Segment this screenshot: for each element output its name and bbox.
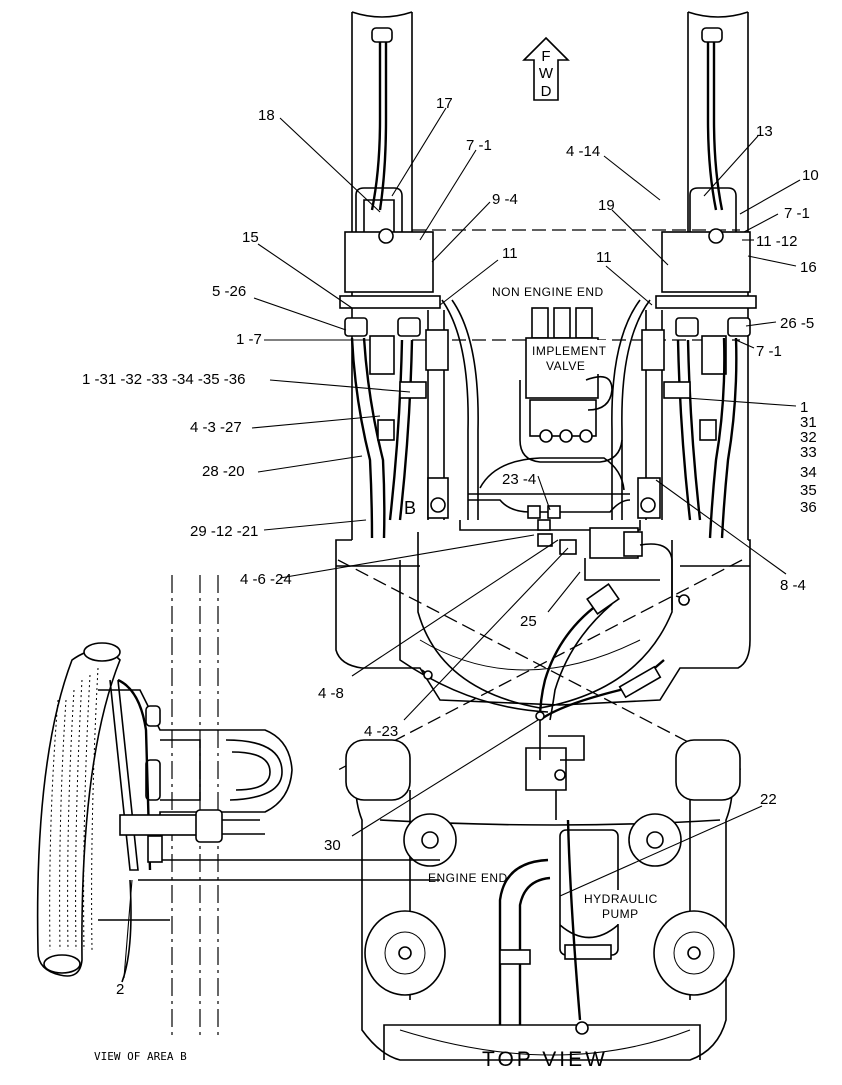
- note-hydraulic: HYDRAULIC: [584, 892, 658, 906]
- fwd-letter-d: D: [541, 83, 552, 100]
- callout-4-8: 4 -8: [318, 685, 344, 702]
- callout-11-right: 11: [596, 249, 612, 266]
- callout-4-23: 4 -23: [364, 723, 398, 740]
- callout-1-31-36: 1 -31 -32 -33 -34 -35 -36: [82, 371, 245, 388]
- callout-15: 15: [242, 229, 259, 246]
- callout-10: 10: [802, 167, 819, 184]
- note-pump: PUMP: [602, 907, 639, 921]
- callout-4-14: 4 -14: [566, 143, 600, 160]
- callout-7-1-right: 7 -1: [784, 205, 810, 222]
- callout-34: 34: [800, 464, 817, 481]
- callout-29-12-21: 29 -12 -21: [190, 523, 258, 540]
- chassis-frame: [335, 11, 751, 1061]
- callout-5-26: 5 -26: [212, 283, 246, 300]
- right-cylinder-assembly: [611, 27, 757, 539]
- callout-33: 33: [800, 444, 817, 461]
- fwd-letter-f: F: [541, 48, 550, 65]
- callout-11-left: 11: [502, 245, 518, 262]
- callout-31: 31: [800, 414, 817, 431]
- callout-35: 35: [800, 482, 817, 499]
- note-valve: VALVE: [546, 359, 585, 373]
- callout-30: 30: [324, 837, 341, 854]
- callout-18: 18: [258, 107, 275, 124]
- callout-11-12: 11 -12: [756, 233, 797, 250]
- callout-9-4: 9 -4: [492, 191, 518, 208]
- callout-1-7: 1 -7: [236, 331, 262, 348]
- callout-4-3-27: 4 -3 -27: [190, 419, 242, 436]
- callout-1: 1: [800, 399, 808, 416]
- callout-26-5: 26 -5: [780, 315, 814, 332]
- diagram-notes: NON ENGINE END IMPLEMENT VALVE ENGINE EN…: [94, 285, 660, 1071]
- callout-28-20: 28 -20: [202, 463, 245, 480]
- callout-17: 17: [436, 95, 453, 112]
- callout-32: 32: [800, 429, 817, 446]
- callout-19: 19: [598, 197, 615, 214]
- callout-16: 16: [800, 259, 817, 276]
- callout-25: 25: [520, 613, 537, 630]
- callout-2: 2: [116, 981, 124, 998]
- wiring-harness: [421, 583, 691, 820]
- callout-4-6-24: 4 -6 -24: [240, 571, 292, 588]
- left-cylinder-assembly: [339, 27, 479, 539]
- title-top-view: TOP VIEW: [482, 1048, 608, 1071]
- callout-36: 36: [800, 499, 817, 516]
- note-implement: IMPLEMENT: [532, 344, 607, 358]
- callout-7-1-left: 7 -1: [466, 137, 492, 154]
- callout-labels: 18 17 7 -1 9 -4 15 5 -26 1 -7 1 -31 -32 …: [82, 95, 819, 998]
- callout-leaders: [123, 107, 801, 979]
- callout-13: 13: [756, 123, 773, 140]
- fwd-letter-w: W: [539, 65, 554, 82]
- note-non-engine-end: NON ENGINE END: [492, 285, 604, 299]
- forward-arrow: F W D: [522, 36, 570, 101]
- callout-23-4: 23 -4: [502, 471, 536, 488]
- detail-view-b: [36, 575, 440, 1040]
- title-view-of-area-b: VIEW OF AREA B: [94, 1050, 187, 1063]
- note-engine-end: ENGINE END: [428, 871, 508, 885]
- callout-7-1-lower: 7 -1: [756, 343, 782, 360]
- area-letter-b: B: [404, 498, 416, 518]
- callout-8-4: 8 -4: [780, 577, 806, 594]
- callout-22: 22: [760, 791, 777, 808]
